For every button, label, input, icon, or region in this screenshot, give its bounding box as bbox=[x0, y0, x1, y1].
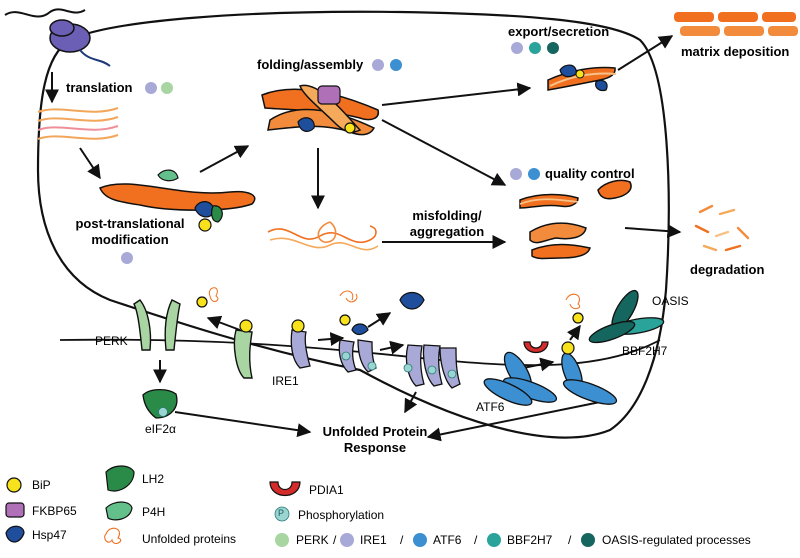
misfolded-aggregate bbox=[267, 221, 379, 251]
label-upr-line2: Response bbox=[343, 440, 407, 455]
legend-oasis-label: OASIS-regulated processes bbox=[602, 533, 751, 547]
legend-ire1-label: IRE1 bbox=[360, 533, 387, 547]
legend-sep-2: / bbox=[400, 533, 404, 547]
oasis-sensor bbox=[588, 289, 665, 344]
legend-fkbp65-swatch bbox=[5, 502, 25, 518]
legend-bip-label: BiP bbox=[32, 478, 51, 492]
label-matrix-deposition: matrix deposition bbox=[681, 44, 790, 59]
label-quality-control: quality control bbox=[545, 166, 635, 181]
matrix-fibrils bbox=[674, 12, 798, 36]
label-oasis: OASIS bbox=[652, 294, 689, 308]
ribosome-icon bbox=[4, 8, 111, 67]
legend-sep-1: / bbox=[333, 533, 337, 547]
legend-lh2-label: LH2 bbox=[142, 472, 165, 486]
label-upr-line1: Unfolded Protein bbox=[322, 424, 428, 439]
degraded-fragments bbox=[694, 204, 750, 252]
label-folding-assembly: folding/assembly bbox=[257, 57, 364, 72]
procollagen-chain-ptm bbox=[99, 169, 256, 232]
eif2a-icon bbox=[142, 388, 178, 419]
label-bbf2h7: BBF2H7 bbox=[622, 344, 668, 358]
ire1-oligomer bbox=[403, 344, 461, 389]
pathway-arrows bbox=[45, 35, 682, 442]
bbf2h7-sensor bbox=[561, 293, 618, 405]
folded-procollagen bbox=[261, 84, 380, 136]
atf6-sensor bbox=[483, 351, 558, 406]
legend-atf6-label: ATF6 bbox=[433, 533, 462, 547]
legend-pdia1-swatch bbox=[269, 481, 301, 496]
legend-hsp47-label: Hsp47 bbox=[32, 528, 67, 542]
label-eif2a: eIF2α bbox=[145, 422, 176, 436]
legend-bbf2h7-dot bbox=[487, 533, 501, 547]
label-misfolding-line2: aggregation bbox=[409, 224, 485, 239]
legend-fkbp65-label: FKBP65 bbox=[32, 504, 77, 518]
legend-perk-dot bbox=[275, 533, 289, 547]
perk-bip-release bbox=[196, 287, 253, 379]
legend-perk-label: PERK bbox=[296, 533, 329, 547]
legend-atf6-dot bbox=[413, 533, 427, 547]
er-membrane-outline bbox=[36, 10, 670, 439]
legend-sep-4: / bbox=[568, 533, 572, 547]
legend-unfolded-label: Unfolded proteins bbox=[142, 532, 237, 546]
label-ptm-line1: post-translational bbox=[75, 216, 185, 231]
legend-lh2-swatch bbox=[105, 465, 135, 492]
legend-phos-swatch bbox=[274, 506, 290, 522]
legend-bbf2h7-label: BBF2H7 bbox=[507, 533, 553, 547]
label-ire1: IRE1 bbox=[272, 374, 299, 388]
legend-oasis-dot bbox=[581, 533, 595, 547]
label-export-secretion: export/secretion bbox=[508, 24, 610, 39]
label-translation: translation bbox=[66, 80, 133, 95]
hsp47-free bbox=[399, 291, 425, 310]
ire1-monomer bbox=[290, 319, 311, 369]
legend-unfolded-swatch bbox=[104, 527, 122, 544]
legend-phos-symbol: P bbox=[278, 508, 285, 518]
label-atf6: ATF6 bbox=[476, 400, 505, 414]
legend-hsp47-swatch bbox=[5, 525, 25, 543]
legend-phos-label: Phosphorylation bbox=[298, 508, 385, 522]
legend-sep-3: / bbox=[474, 533, 478, 547]
pdia1-on-membrane bbox=[523, 341, 549, 354]
legend-p4h-swatch bbox=[105, 501, 133, 521]
process-indicator-dots bbox=[121, 42, 559, 264]
quality-control-helices bbox=[519, 179, 632, 260]
label-ptm-line2: modification bbox=[91, 232, 169, 247]
label-degradation: degradation bbox=[690, 262, 765, 277]
label-perk: PERK bbox=[95, 334, 128, 348]
label-misfolding-line1: misfolding/ bbox=[412, 208, 482, 223]
mrna-strands bbox=[37, 107, 119, 140]
ire1-dimer bbox=[338, 290, 377, 373]
legend-pdia1-label: PDIA1 bbox=[309, 483, 344, 497]
secreted-procollagen bbox=[547, 64, 617, 92]
perk-sensor bbox=[133, 299, 181, 351]
legend-bip-swatch bbox=[6, 477, 22, 493]
legend-p4h-label: P4H bbox=[142, 505, 166, 519]
legend-shapes bbox=[5, 465, 595, 547]
legend-ire1-dot bbox=[340, 533, 354, 547]
